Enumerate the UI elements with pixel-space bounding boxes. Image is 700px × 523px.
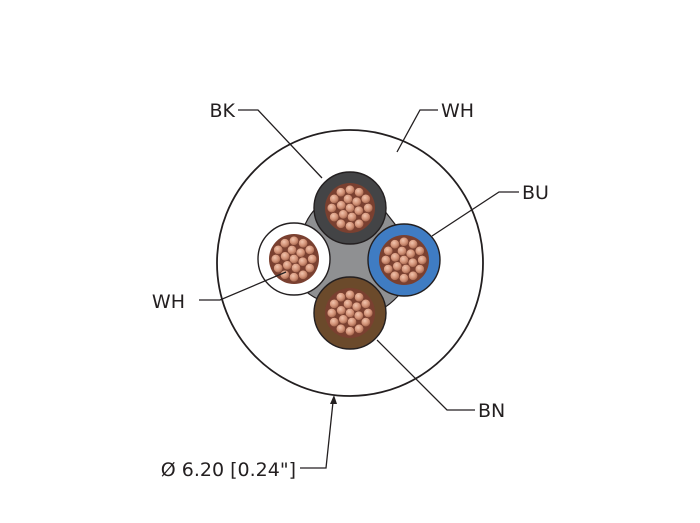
copper-strand xyxy=(336,305,347,316)
conductors-group xyxy=(257,171,441,350)
copper-strand xyxy=(408,270,418,281)
copper-strand xyxy=(336,200,347,211)
label-diameter: Ø 6.20 [0.24"] xyxy=(161,459,296,481)
copper-strand xyxy=(287,245,297,255)
copper-strand xyxy=(354,218,364,229)
copper-strand xyxy=(280,238,290,249)
copper-strand xyxy=(354,187,364,198)
leader-line-wh-jacket xyxy=(396,109,438,153)
copper-strand xyxy=(298,269,308,280)
copper-strand xyxy=(414,264,425,274)
leader-line-wh-conductor xyxy=(199,271,287,301)
copper-strand xyxy=(273,245,284,255)
copper-strand xyxy=(345,326,355,337)
copper-strand xyxy=(304,263,315,273)
copper-strand xyxy=(360,317,371,327)
copper-strand xyxy=(351,301,362,312)
copper-strand xyxy=(336,187,346,198)
copper-strand xyxy=(383,246,394,256)
copper-strand xyxy=(390,270,400,281)
label-bu: BU xyxy=(522,182,549,204)
copper-strand xyxy=(405,248,416,259)
copper-strand xyxy=(326,308,337,318)
copper-strand xyxy=(329,317,340,327)
leader-line-diameter xyxy=(300,401,334,469)
copper-strand xyxy=(383,264,394,274)
copper-strand xyxy=(353,205,364,216)
label-bk: BK xyxy=(210,100,236,122)
copper-strand xyxy=(392,261,403,272)
copper-strand xyxy=(401,264,411,274)
copper-strand xyxy=(347,317,357,327)
copper-strand xyxy=(273,263,284,273)
copper-strand xyxy=(351,196,362,207)
copper-strand xyxy=(329,194,340,204)
copper-strand xyxy=(354,292,364,303)
copper-strand xyxy=(291,263,301,273)
copper-strand xyxy=(343,299,353,309)
copper-strand xyxy=(336,323,346,334)
copper-strand xyxy=(363,308,374,318)
copper-strand xyxy=(345,221,355,232)
copper-strand xyxy=(336,218,346,229)
copper-strand xyxy=(280,269,290,280)
leader-line-bu xyxy=(431,191,519,237)
leader-line-bk xyxy=(238,109,323,179)
copper-strand xyxy=(399,236,409,247)
leader-line-bn xyxy=(376,339,475,411)
copper-strand xyxy=(298,238,308,249)
copper-strand xyxy=(345,184,355,195)
copper-strand xyxy=(390,239,400,250)
copper-strand xyxy=(282,260,293,271)
copper-strand xyxy=(270,254,281,264)
copper-strand xyxy=(380,255,391,265)
copper-strand xyxy=(347,212,357,222)
label-wh-conductor: WH xyxy=(152,291,185,313)
copper-strand xyxy=(360,212,371,222)
copper-strand xyxy=(343,194,353,204)
copper-strand xyxy=(414,246,425,256)
copper-strand xyxy=(354,323,364,334)
copper-strand xyxy=(345,289,355,300)
copper-strand xyxy=(326,203,337,213)
copper-strand xyxy=(353,310,364,321)
copper-strand xyxy=(399,273,409,284)
copper-strand xyxy=(360,299,371,309)
copper-strand xyxy=(360,194,371,204)
copper-strand xyxy=(338,209,349,220)
copper-strand xyxy=(390,252,401,263)
copper-strand xyxy=(338,314,349,325)
copper-strand xyxy=(289,272,299,283)
copper-strand xyxy=(329,299,340,309)
copper-strand xyxy=(336,292,346,303)
copper-strand xyxy=(408,239,418,250)
diameter-arrowhead xyxy=(330,395,337,404)
copper-strand xyxy=(329,212,340,222)
copper-strand xyxy=(295,247,306,258)
copper-strand xyxy=(307,254,318,264)
copper-strand xyxy=(297,256,308,267)
copper-strand xyxy=(280,251,291,262)
copper-strand xyxy=(304,245,315,255)
copper-strand xyxy=(417,255,428,265)
label-bn: BN xyxy=(478,400,505,422)
copper-strand xyxy=(407,257,418,268)
label-wh-jacket: WH xyxy=(441,100,474,122)
copper-strand xyxy=(289,235,299,246)
copper-strand xyxy=(363,203,374,213)
copper-strand xyxy=(397,246,407,256)
